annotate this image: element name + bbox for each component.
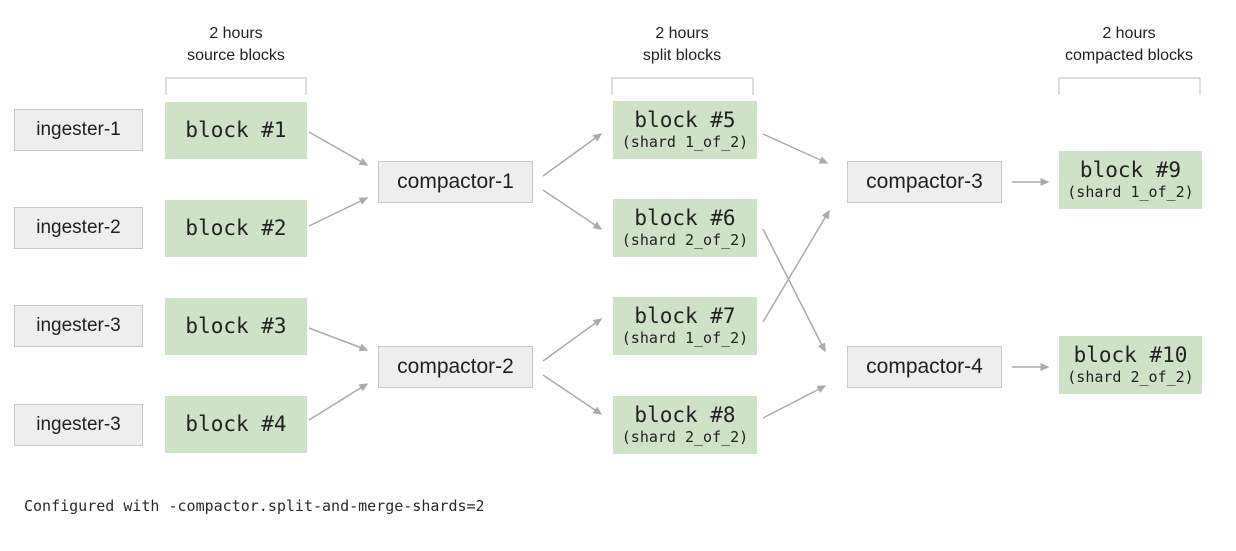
arrow-compactor1-block6: [542, 189, 603, 230]
block-label: block #3: [185, 314, 287, 338]
node-label: compactor-1: [397, 170, 514, 193]
node-compactor-2: compactor-2: [378, 346, 533, 388]
block-label: block #10: [1073, 343, 1188, 367]
header-compacted-blocks: 2 hours compacted blocks: [1009, 23, 1236, 67]
arrow-compactor2-block8: [542, 374, 603, 415]
arrow-block5-compactor3: [762, 133, 829, 164]
header-line: 2 hours: [655, 25, 709, 42]
header-source-blocks: 2 hours source blocks: [116, 23, 356, 67]
arrow-block6-compactor4: [762, 228, 826, 353]
block-label: block #1: [185, 118, 287, 142]
block-shard-label: (shard 1_of_2): [621, 133, 749, 151]
header-line: compacted blocks: [1064, 47, 1194, 64]
header-line: 2 hours: [209, 25, 263, 42]
block-shard-label: (shard 1_of_2): [1067, 183, 1194, 201]
block-shard-label: (shard 2_of_2): [1067, 368, 1194, 386]
arrow-compactor1-block5: [542, 133, 603, 177]
node-label: compactor-2: [397, 355, 514, 378]
footer-config-text: Configured with -compactor.split-and-mer…: [24, 497, 485, 515]
node-label: ingester-1: [36, 119, 121, 140]
node-block-2: block #2: [165, 200, 307, 257]
node-block-4: block #4: [165, 396, 307, 453]
block-label: block #5: [634, 108, 736, 132]
arrow-block8-compactor4: [762, 385, 827, 419]
block-label: block #4: [185, 412, 287, 436]
node-label: ingester-2: [36, 217, 121, 238]
block-label: block #2: [185, 216, 287, 240]
node-compactor-1: compactor-1: [378, 161, 533, 203]
header-line: 2 hours: [1102, 25, 1156, 42]
node-ingester-2: ingester-2: [14, 207, 143, 249]
arrow-block3-compactor2: [308, 327, 369, 352]
node-ingester-1: ingester-1: [14, 109, 143, 151]
block-label: block #7: [634, 304, 736, 328]
block-label: block #9: [1079, 158, 1182, 182]
node-label: compactor-3: [866, 170, 983, 193]
node-block-7: block #7 (shard 1_of_2): [613, 297, 757, 355]
node-ingester-3: ingester-3: [14, 305, 143, 347]
node-block-9: block #9 (shard 1_of_2): [1059, 151, 1202, 209]
node-label: ingester-3: [36, 414, 121, 435]
block-label: block #8: [634, 403, 736, 427]
header-line: split blocks: [642, 47, 722, 64]
node-block-8: block #8 (shard 2_of_2): [613, 396, 757, 454]
block-shard-label: (shard 2_of_2): [621, 231, 749, 249]
node-ingester-3b: ingester-3: [14, 404, 143, 446]
node-block-6: block #6 (shard 2_of_2): [613, 199, 757, 257]
node-block-1: block #1: [165, 102, 307, 159]
header-split-blocks: 2 hours split blocks: [562, 23, 802, 67]
arrow-block7-compactor3: [762, 209, 830, 323]
block-label: block #6: [634, 206, 736, 230]
node-block-5: block #5 (shard 1_of_2): [613, 101, 757, 159]
arrow-group: [308, 131, 1050, 421]
bracket-group: [165, 77, 1201, 95]
bracket-split-blocks: [611, 77, 754, 95]
arrow-block4-compactor2: [308, 383, 369, 421]
node-block-3: block #3: [165, 298, 307, 355]
bracket-compacted-blocks: [1058, 77, 1201, 95]
arrow-block2-compactor1: [308, 197, 369, 227]
header-line: source blocks: [187, 47, 285, 64]
node-compactor-4: compactor-4: [847, 346, 1002, 388]
node-label: ingester-3: [36, 315, 121, 336]
bracket-source-blocks: [165, 77, 307, 95]
block-shard-label: (shard 2_of_2): [621, 428, 749, 446]
arrow-block1-compactor1: [308, 131, 369, 166]
node-label: compactor-4: [866, 355, 983, 378]
node-block-10: block #10 (shard 2_of_2): [1059, 336, 1202, 394]
arrow-compactor2-block7: [542, 318, 603, 362]
block-shard-label: (shard 1_of_2): [621, 329, 749, 347]
node-compactor-3: compactor-3: [847, 161, 1002, 203]
